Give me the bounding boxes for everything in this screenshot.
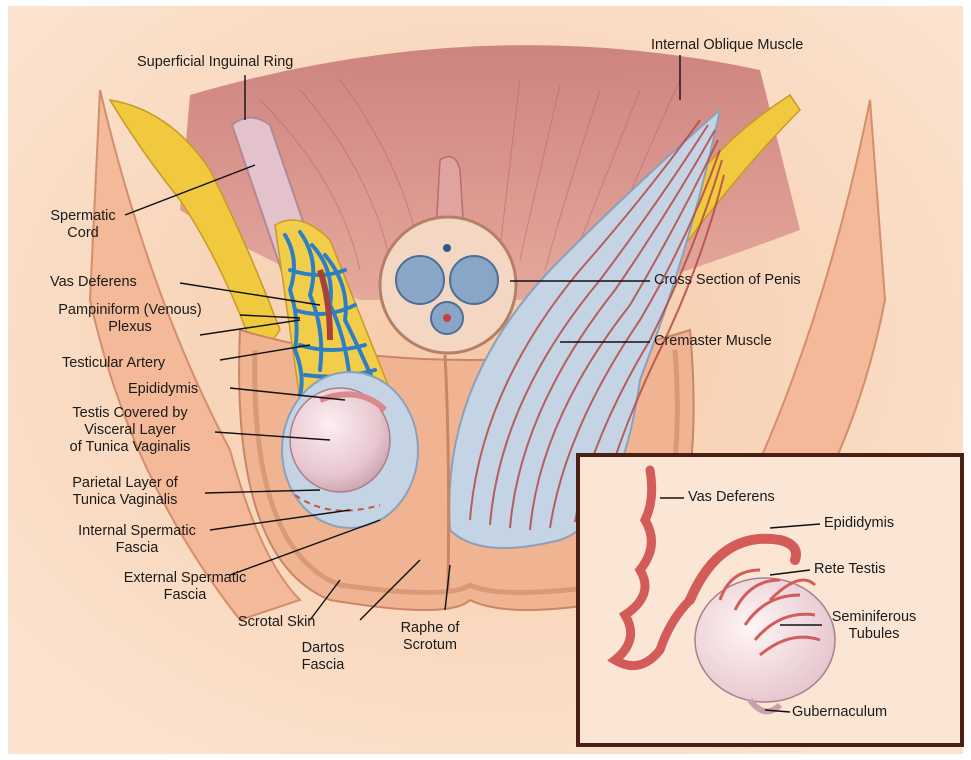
label-line: Plexus: [25, 319, 235, 336]
label-line: Dartos: [288, 640, 358, 657]
label-testis-covered: Testis Covered by Visceral Layer of Tuni…: [40, 405, 220, 456]
label-testicular-artery: Testicular Artery: [62, 355, 165, 372]
label-line: Testis Covered by: [40, 405, 220, 422]
inset-label-vas-deferens: Vas Deferens: [688, 489, 775, 506]
label-line: Spermatic: [38, 208, 128, 225]
inset-label-rete-testis: Rete Testis: [814, 561, 885, 578]
label-line: Cord: [38, 225, 128, 242]
label-line: of Tunica Vaginalis: [40, 439, 220, 456]
label-cremaster-muscle: Cremaster Muscle: [654, 333, 772, 350]
label-external-spermatic-fascia: External Spermatic Fascia: [100, 570, 270, 604]
label-cross-section-of-penis: Cross Section of Penis: [654, 272, 801, 289]
dorsal-vein: [443, 244, 451, 252]
label-line: Pampiniform (Venous): [25, 302, 235, 319]
label-line: Visceral Layer: [40, 422, 220, 439]
label-line: Seminiferous: [824, 609, 924, 626]
inset-label-seminiferous-tubules: Seminiferous Tubules: [824, 609, 924, 643]
inset-label-gubernaculum: Gubernaculum: [792, 704, 887, 721]
label-line: Internal Spermatic: [62, 523, 212, 540]
label-line: Fascia: [100, 587, 270, 604]
inset-label-epididymis: Epididymis: [824, 515, 894, 532]
inset-testis: [695, 578, 835, 702]
label-superficial-inguinal-ring: Superficial Inguinal Ring: [137, 54, 293, 71]
label-line: Tubules: [824, 626, 924, 643]
corpus-cavernosum-right: [450, 256, 498, 304]
label-line: Tunica Vaginalis: [40, 492, 210, 509]
urethra: [443, 314, 451, 322]
label-parietal-layer: Parietal Layer of Tunica Vaginalis: [40, 475, 210, 509]
label-internal-spermatic-fascia: Internal Spermatic Fascia: [62, 523, 212, 557]
label-epididymis: Epididymis: [128, 381, 198, 398]
label-line: Scrotum: [390, 637, 470, 654]
label-raphe-of-scrotum: Raphe of Scrotum: [390, 620, 470, 654]
label-spermatic-cord: Spermatic Cord: [38, 208, 128, 242]
corpus-cavernosum-left: [396, 256, 444, 304]
label-line: External Spermatic: [100, 570, 270, 587]
label-vas-deferens: Vas Deferens: [50, 274, 137, 291]
label-internal-oblique-muscle: Internal Oblique Muscle: [651, 37, 803, 54]
label-line: Fascia: [62, 540, 212, 557]
label-scrotal-skin: Scrotal Skin: [238, 614, 315, 631]
label-dartos-fascia: Dartos Fascia: [288, 640, 358, 674]
label-pampiniform-plexus: Pampiniform (Venous) Plexus: [25, 302, 235, 336]
label-line: Parietal Layer of: [40, 475, 210, 492]
label-line: Raphe of: [390, 620, 470, 637]
label-line: Fascia: [288, 657, 358, 674]
